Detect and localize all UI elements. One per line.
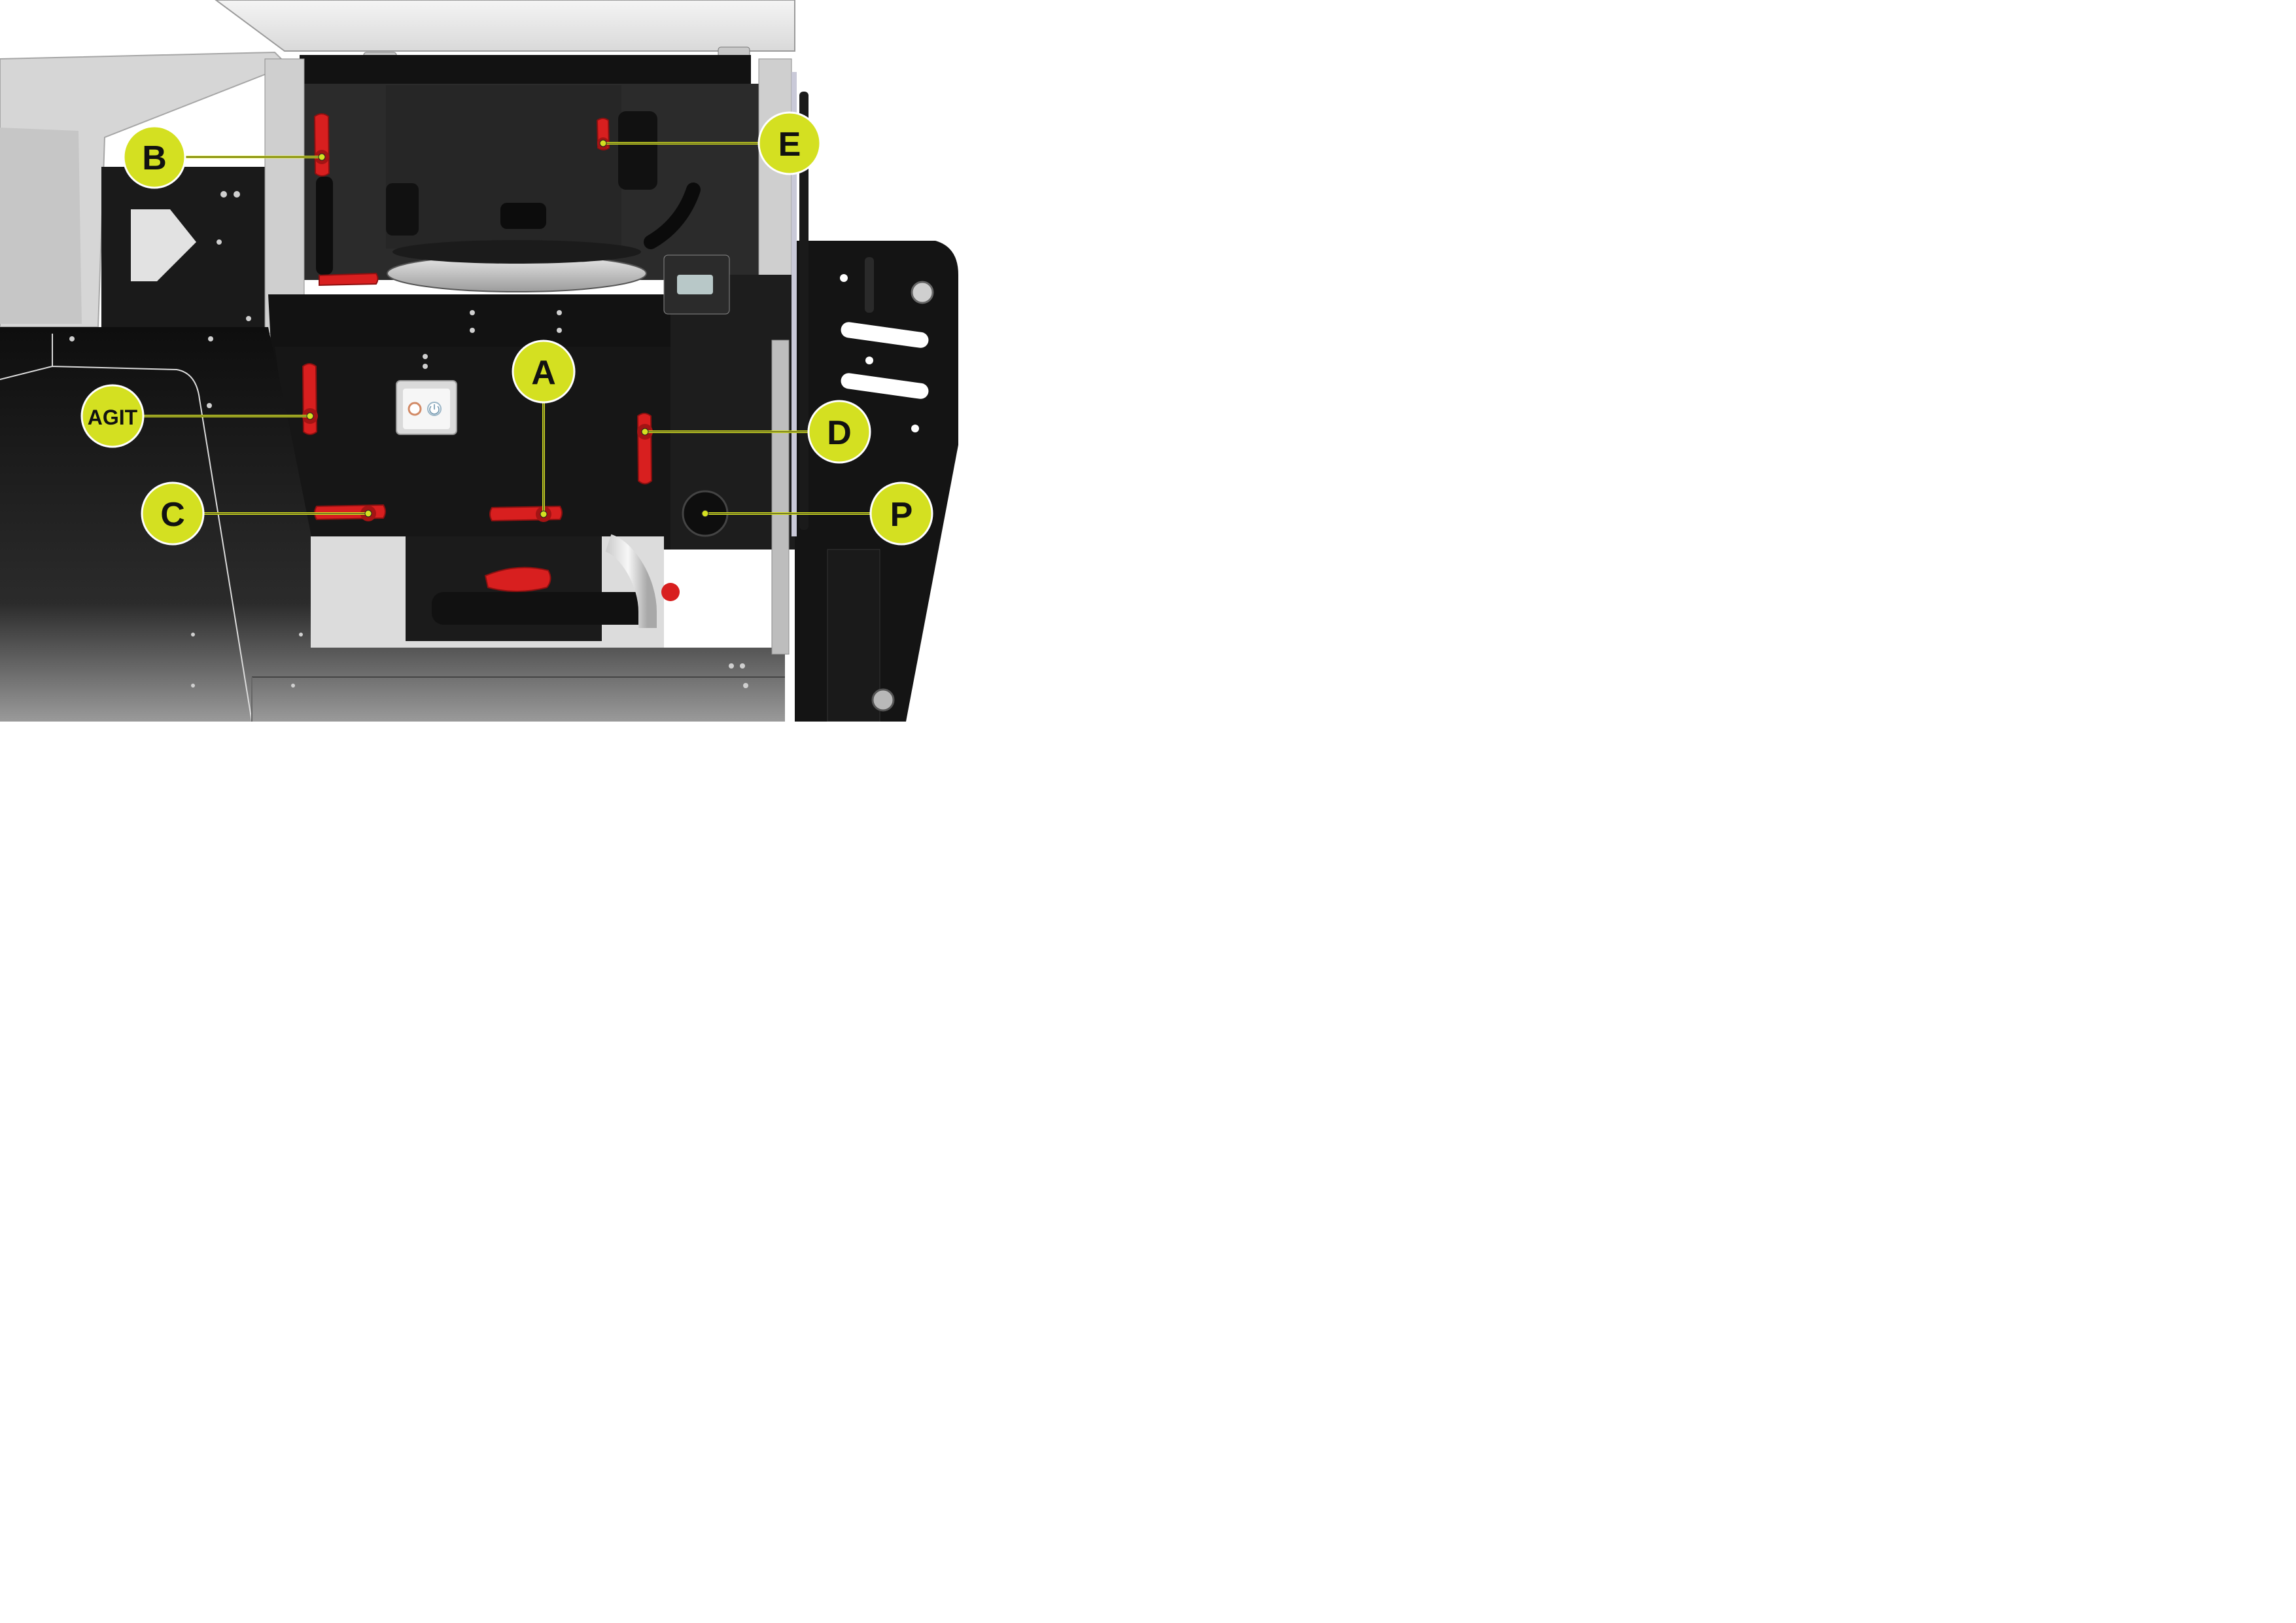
power-switch-icon (427, 402, 442, 416)
panel-rivets (69, 191, 748, 688)
tank-lid-top (392, 240, 641, 264)
callouts: A B C D E P AGIT (80, 111, 933, 546)
open-hood (215, 0, 795, 52)
slot-1 (841, 322, 929, 348)
lever-valve-icon (484, 567, 551, 592)
main-control-panel-face (275, 347, 670, 550)
lever-valve-icon (313, 113, 330, 177)
flow-meter-display (677, 275, 713, 294)
inline-filter (500, 203, 546, 229)
sprayer-valve-diagram: A B C D E P AGIT (0, 0, 958, 722)
callout-AGIT-label: AGIT (88, 406, 138, 429)
lever-valve-icon (319, 272, 379, 287)
slot-2 (841, 373, 929, 399)
callout-P[interactable]: P (869, 481, 933, 546)
silver-pipe (604, 534, 657, 628)
hitch-knob (911, 281, 934, 304)
control-box-face (403, 389, 450, 429)
callout-A[interactable]: A (512, 340, 576, 404)
callout-P-label: P (890, 496, 913, 534)
valve-pump-lever[interactable] (484, 567, 551, 592)
valve-B-lever[interactable] (313, 113, 330, 177)
valve-lower-left-lever[interactable] (319, 272, 379, 287)
indicator-lamp (408, 402, 422, 416)
bracket-cutout (131, 209, 196, 281)
tank-frame-left (264, 58, 305, 334)
valve-AGIT-lever[interactable] (302, 363, 318, 435)
hose-left (316, 177, 333, 275)
valve-D-lever[interactable] (636, 413, 653, 485)
filter-housing-right (618, 111, 657, 190)
red-cap-pump (661, 583, 680, 601)
left-body-panel-line (0, 334, 252, 722)
hitch-hole-3 (840, 274, 848, 282)
hitch-pin (865, 257, 874, 313)
hitch-hole-2 (911, 425, 919, 432)
filter-housing-left (386, 183, 419, 236)
pump-manifold (432, 592, 654, 625)
callout-D[interactable]: D (807, 400, 871, 464)
left-lower-body (0, 327, 785, 722)
leader-end-dots (306, 139, 709, 518)
hitch-bolt (871, 688, 895, 712)
return-hose (644, 183, 701, 249)
callout-B-label: B (142, 139, 167, 177)
hood-crossbar (300, 55, 751, 85)
hydraulic-line (799, 92, 809, 530)
callout-C-label: C (160, 496, 185, 534)
support-leg (827, 549, 880, 722)
callout-C[interactable]: C (141, 481, 205, 546)
callout-AGIT[interactable]: AGIT (80, 384, 145, 448)
callout-A-label: A (531, 354, 556, 392)
callout-D-label: D (827, 414, 852, 452)
callout-E-label: E (778, 126, 801, 164)
left-cover-inner (0, 128, 82, 324)
callout-B[interactable]: B (122, 125, 186, 189)
valve-A-lever[interactable] (489, 505, 563, 522)
callout-E[interactable]: E (757, 111, 822, 175)
hydraulic-line-highlight (791, 72, 797, 536)
right-vertical-post (771, 340, 790, 655)
machine-body (0, 0, 958, 722)
hitch-hole-1 (865, 357, 873, 364)
